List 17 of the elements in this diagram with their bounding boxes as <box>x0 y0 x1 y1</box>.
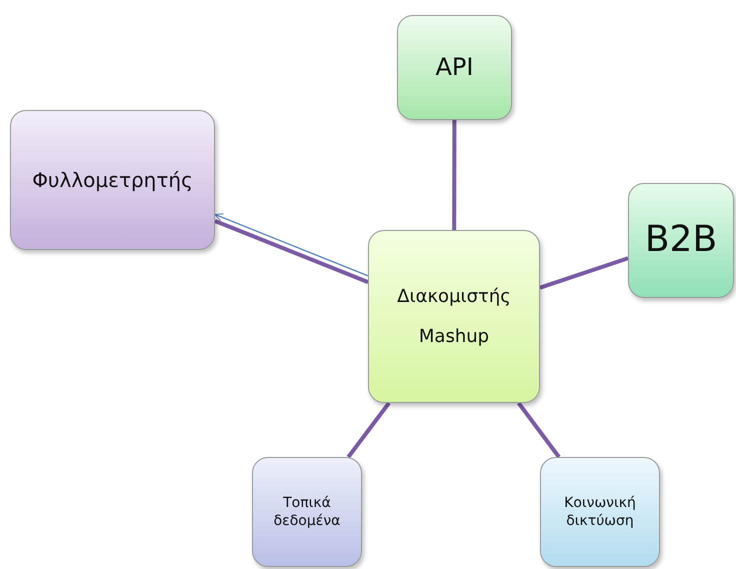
rounded-box <box>368 230 540 403</box>
connector-line <box>517 402 561 458</box>
rounded-box <box>252 457 362 567</box>
rounded-box <box>397 15 512 120</box>
rounded-box <box>628 183 734 298</box>
arrow <box>214 213 368 276</box>
connector-line <box>452 120 456 230</box>
connector-line <box>539 256 629 290</box>
node-label: Κοινωνική δικτύωση <box>563 494 637 530</box>
node-label: Διακομιστής Mashup <box>396 284 512 348</box>
node-label: API <box>436 52 474 83</box>
rounded-box <box>540 457 660 567</box>
connector-line <box>214 219 369 284</box>
node-label: B2B <box>644 218 718 262</box>
rounded-box <box>10 110 215 250</box>
node-label: Φυλλομετρητής <box>32 167 193 193</box>
node-label: Τοπικά δεδομένα <box>272 494 342 530</box>
